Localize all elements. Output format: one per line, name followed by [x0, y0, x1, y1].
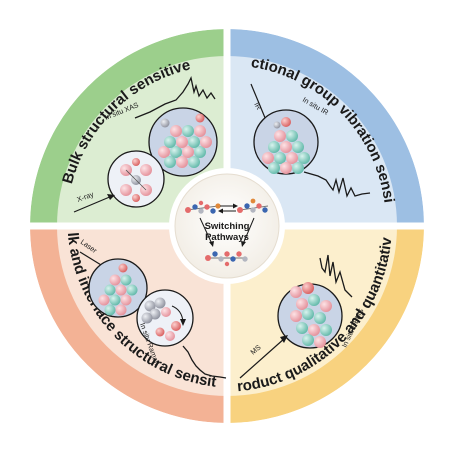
x-ray-beam — [73, 195, 113, 213]
raman-illustration: Laser In situ Raman — [79, 237, 227, 379]
center-label-pathways: Pathways — [205, 232, 249, 243]
ms-arrowhead — [280, 335, 288, 343]
raman-spectrum — [182, 345, 227, 379]
center-hub: Switching Pathways — [169, 168, 285, 284]
ms-beam — [239, 337, 286, 379]
down-arrows — [199, 217, 255, 245]
xas-spectrum — [134, 76, 216, 119]
xas-illustration: In situ XAS X-ray — [73, 76, 218, 213]
panel-top-left — [57, 56, 227, 226]
ir-spectrum — [303, 171, 371, 198]
raman-lattice — [98, 263, 138, 316]
interface-atoms — [141, 297, 181, 341]
label-ir: IR — [252, 101, 263, 112]
catalyst-lattice — [158, 113, 212, 168]
dems-lattice — [290, 282, 332, 348]
x-ray-arrowhead — [107, 194, 115, 200]
single-atom-site — [120, 158, 152, 202]
molecule-product — [205, 251, 248, 267]
center-label-switching: Switching — [205, 221, 250, 232]
dems-spectrum — [319, 254, 353, 298]
ir-lattice — [262, 117, 310, 174]
molecule-left — [185, 200, 221, 214]
molecule-right — [237, 198, 269, 213]
